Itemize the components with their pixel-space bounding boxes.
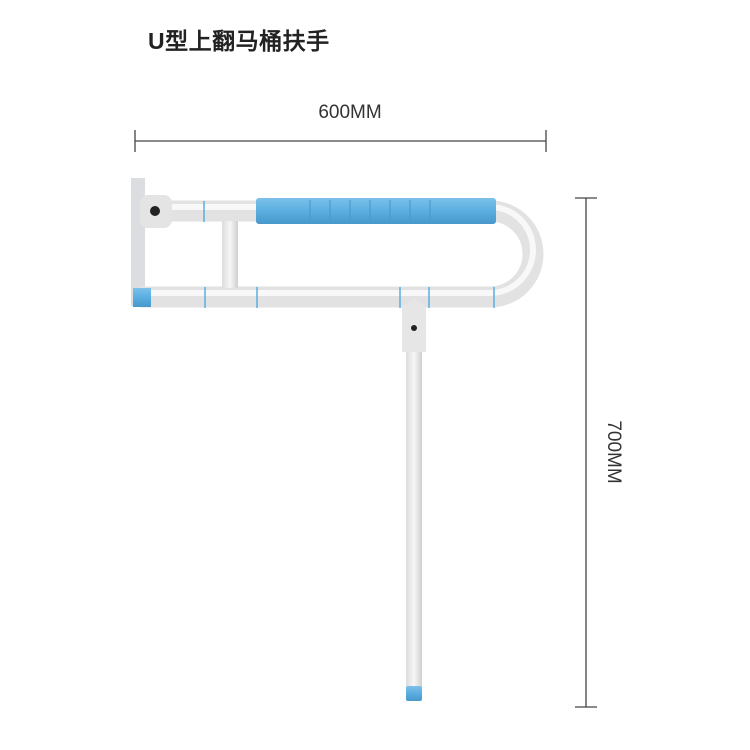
blue-end-cap bbox=[133, 288, 151, 307]
support-strut bbox=[222, 221, 238, 288]
width-dimension-label: 600MM bbox=[318, 102, 382, 123]
accent-rings bbox=[203, 201, 495, 308]
height-dimension-line bbox=[575, 197, 597, 708]
pivot-bolt-icon bbox=[150, 206, 160, 216]
blue-grip-sleeve bbox=[256, 198, 496, 224]
width-dimension-line bbox=[134, 130, 547, 152]
blue-foot-cap bbox=[406, 686, 422, 701]
product-title: U型上翻马桶扶手 bbox=[148, 28, 330, 54]
support-leg bbox=[402, 298, 426, 701]
